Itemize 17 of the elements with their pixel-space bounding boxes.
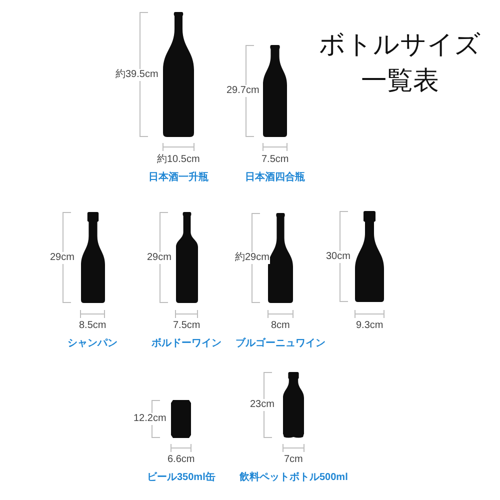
bottle-label: 日本酒一升瓶	[148, 172, 208, 184]
bottle-label: ビール350ml缶	[147, 472, 216, 484]
dimension-label: 30cm	[325, 250, 352, 262]
bottle-label: 日本酒四合瓶	[245, 172, 305, 184]
bottle-label: 飲料ペットボトル500ml	[240, 472, 348, 484]
dimension-label: 約29cm	[234, 252, 270, 264]
bottle-label: シャンパン	[68, 338, 118, 350]
title: ボトルサイズ一覧表	[318, 29, 482, 98]
dimension-label: 約10.5cm	[156, 154, 201, 166]
dimension-label: 23cm	[249, 399, 276, 411]
bottle-label: ブルゴーニュワイン	[236, 338, 326, 350]
dimension-label: 約39.5cm	[114, 68, 160, 80]
dimension-label: 29.7cm	[226, 85, 260, 97]
bottle-label: ボルドーワイン	[152, 338, 222, 350]
dimension-label: 29cm	[49, 252, 76, 264]
dimension-label: 12.2cm	[132, 413, 168, 425]
dimension-label: 29cm	[146, 252, 172, 264]
